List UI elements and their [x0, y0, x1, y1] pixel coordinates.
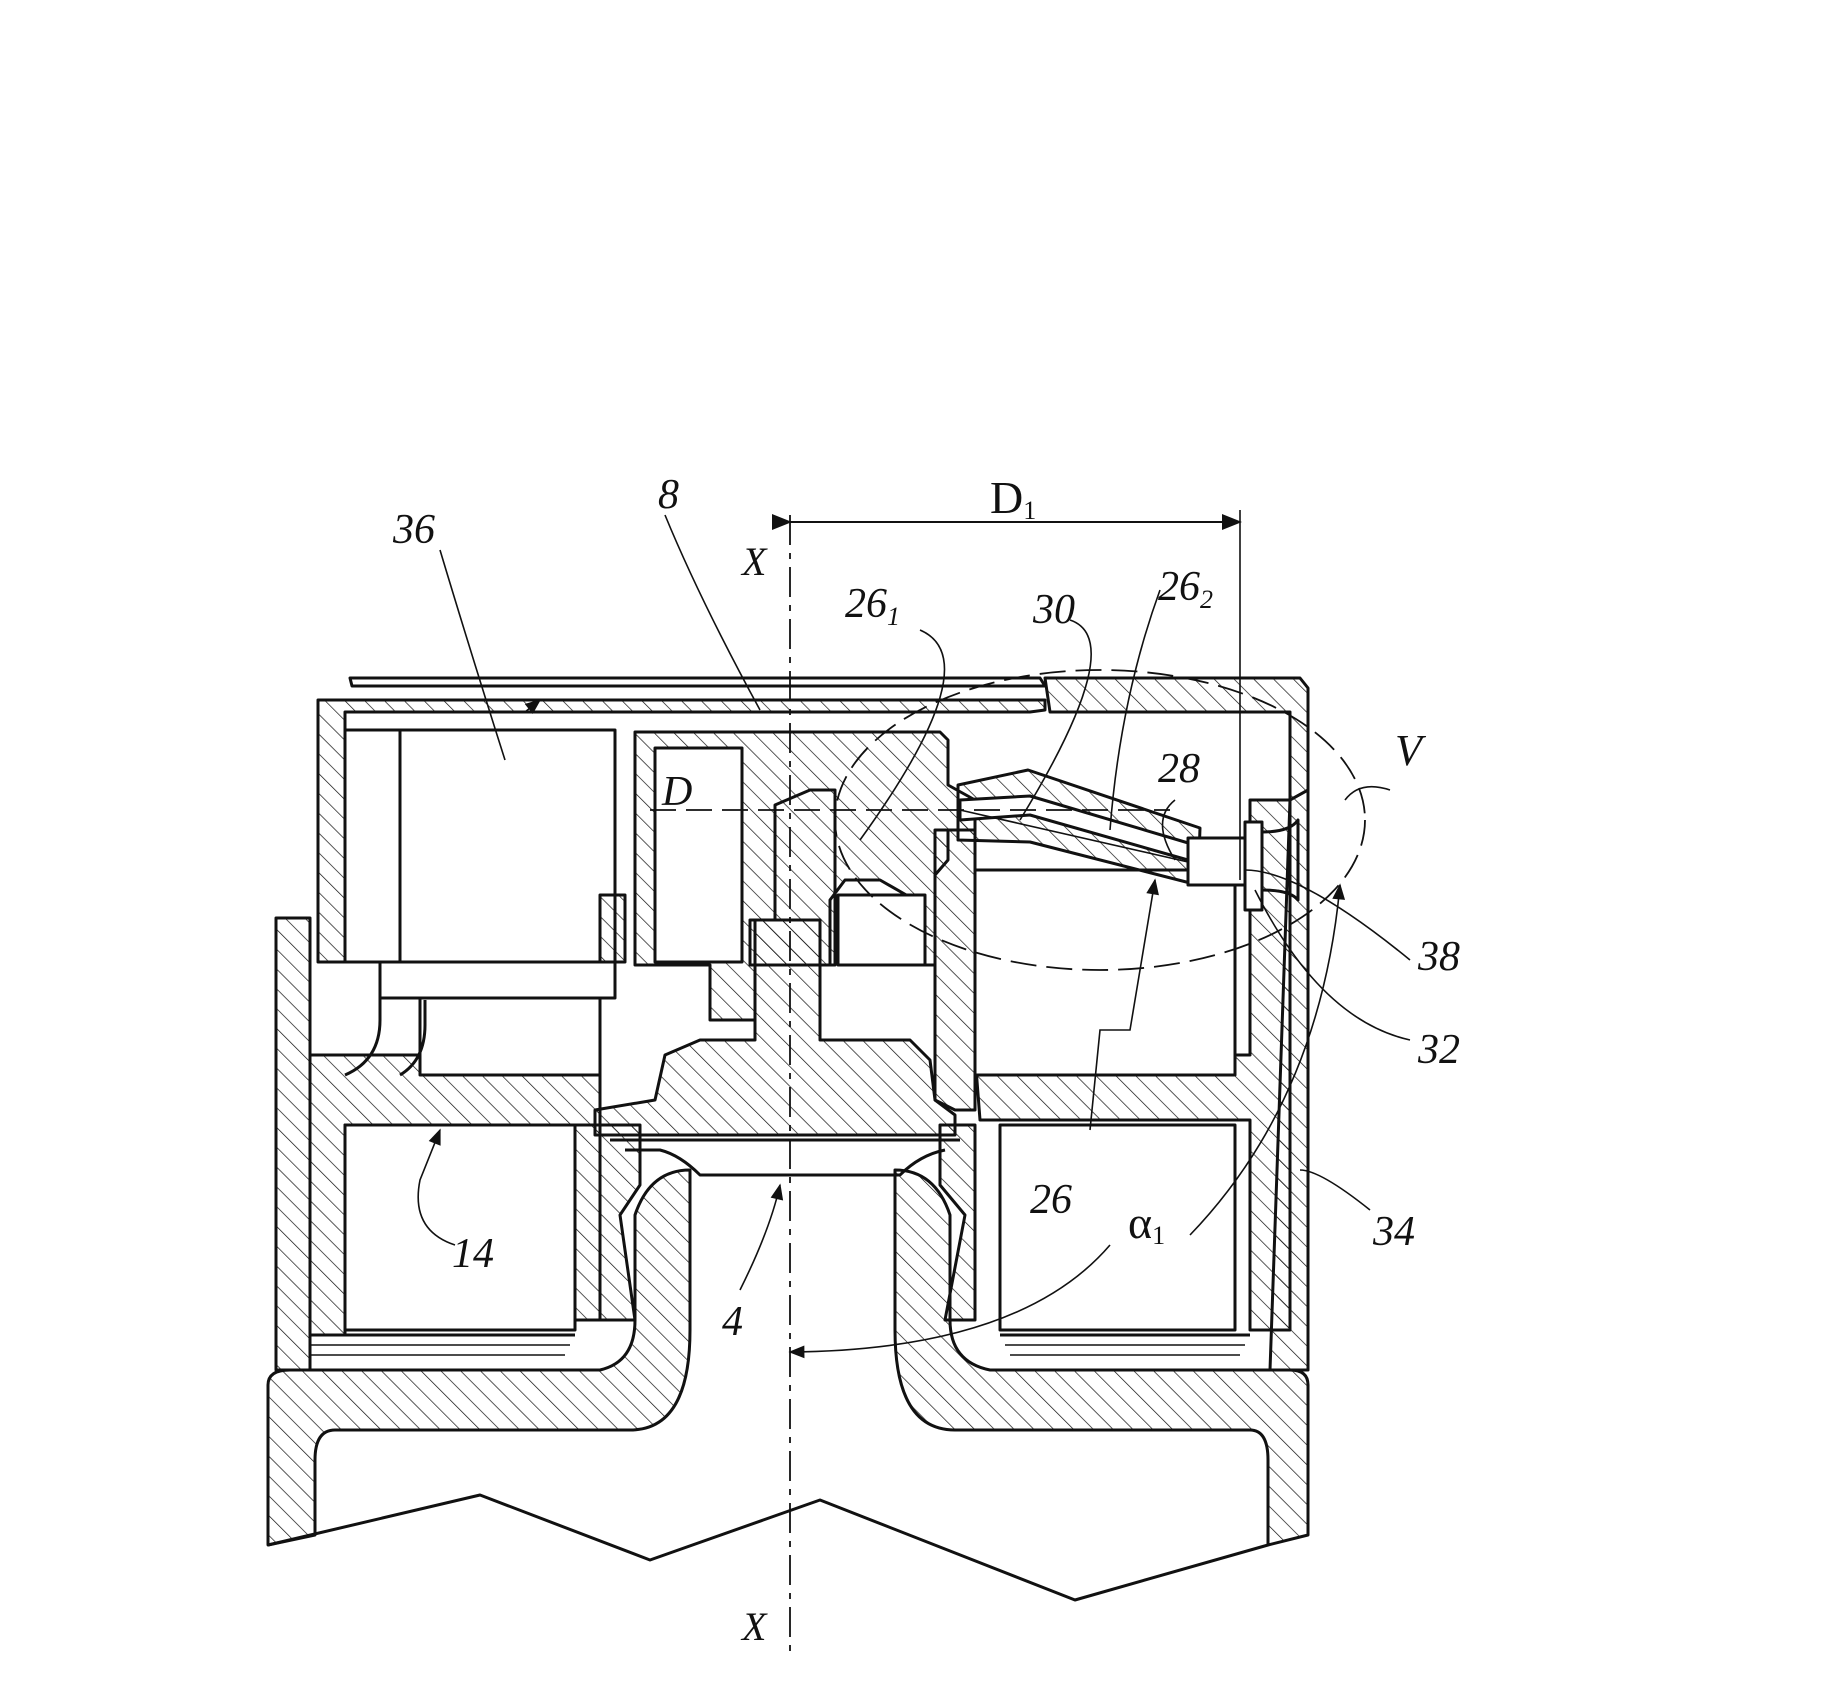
label-30: 30 — [1032, 587, 1075, 633]
label-axis-x-bottom: X — [740, 1604, 768, 1649]
central-body-8 — [595, 732, 975, 1135]
label-v: V — [1395, 726, 1427, 775]
label-axis-x-top: X — [740, 539, 768, 584]
label-26-1: 261 — [845, 581, 900, 631]
label-32: 32 — [1417, 1027, 1460, 1073]
label-36: 36 — [392, 507, 435, 553]
label-8: 8 — [658, 472, 679, 518]
label-14: 14 — [452, 1231, 494, 1277]
label-38: 38 — [1417, 934, 1460, 980]
label-28: 28 — [1158, 746, 1200, 792]
label-d: D — [661, 769, 692, 815]
label-4: 4 — [722, 1299, 743, 1345]
component-36-box — [345, 730, 615, 1075]
label-26-2: 262 — [1158, 564, 1213, 614]
label-d1: D1 — [990, 472, 1036, 525]
label-34: 34 — [1372, 1209, 1415, 1255]
label-26: 26 — [1030, 1177, 1072, 1223]
